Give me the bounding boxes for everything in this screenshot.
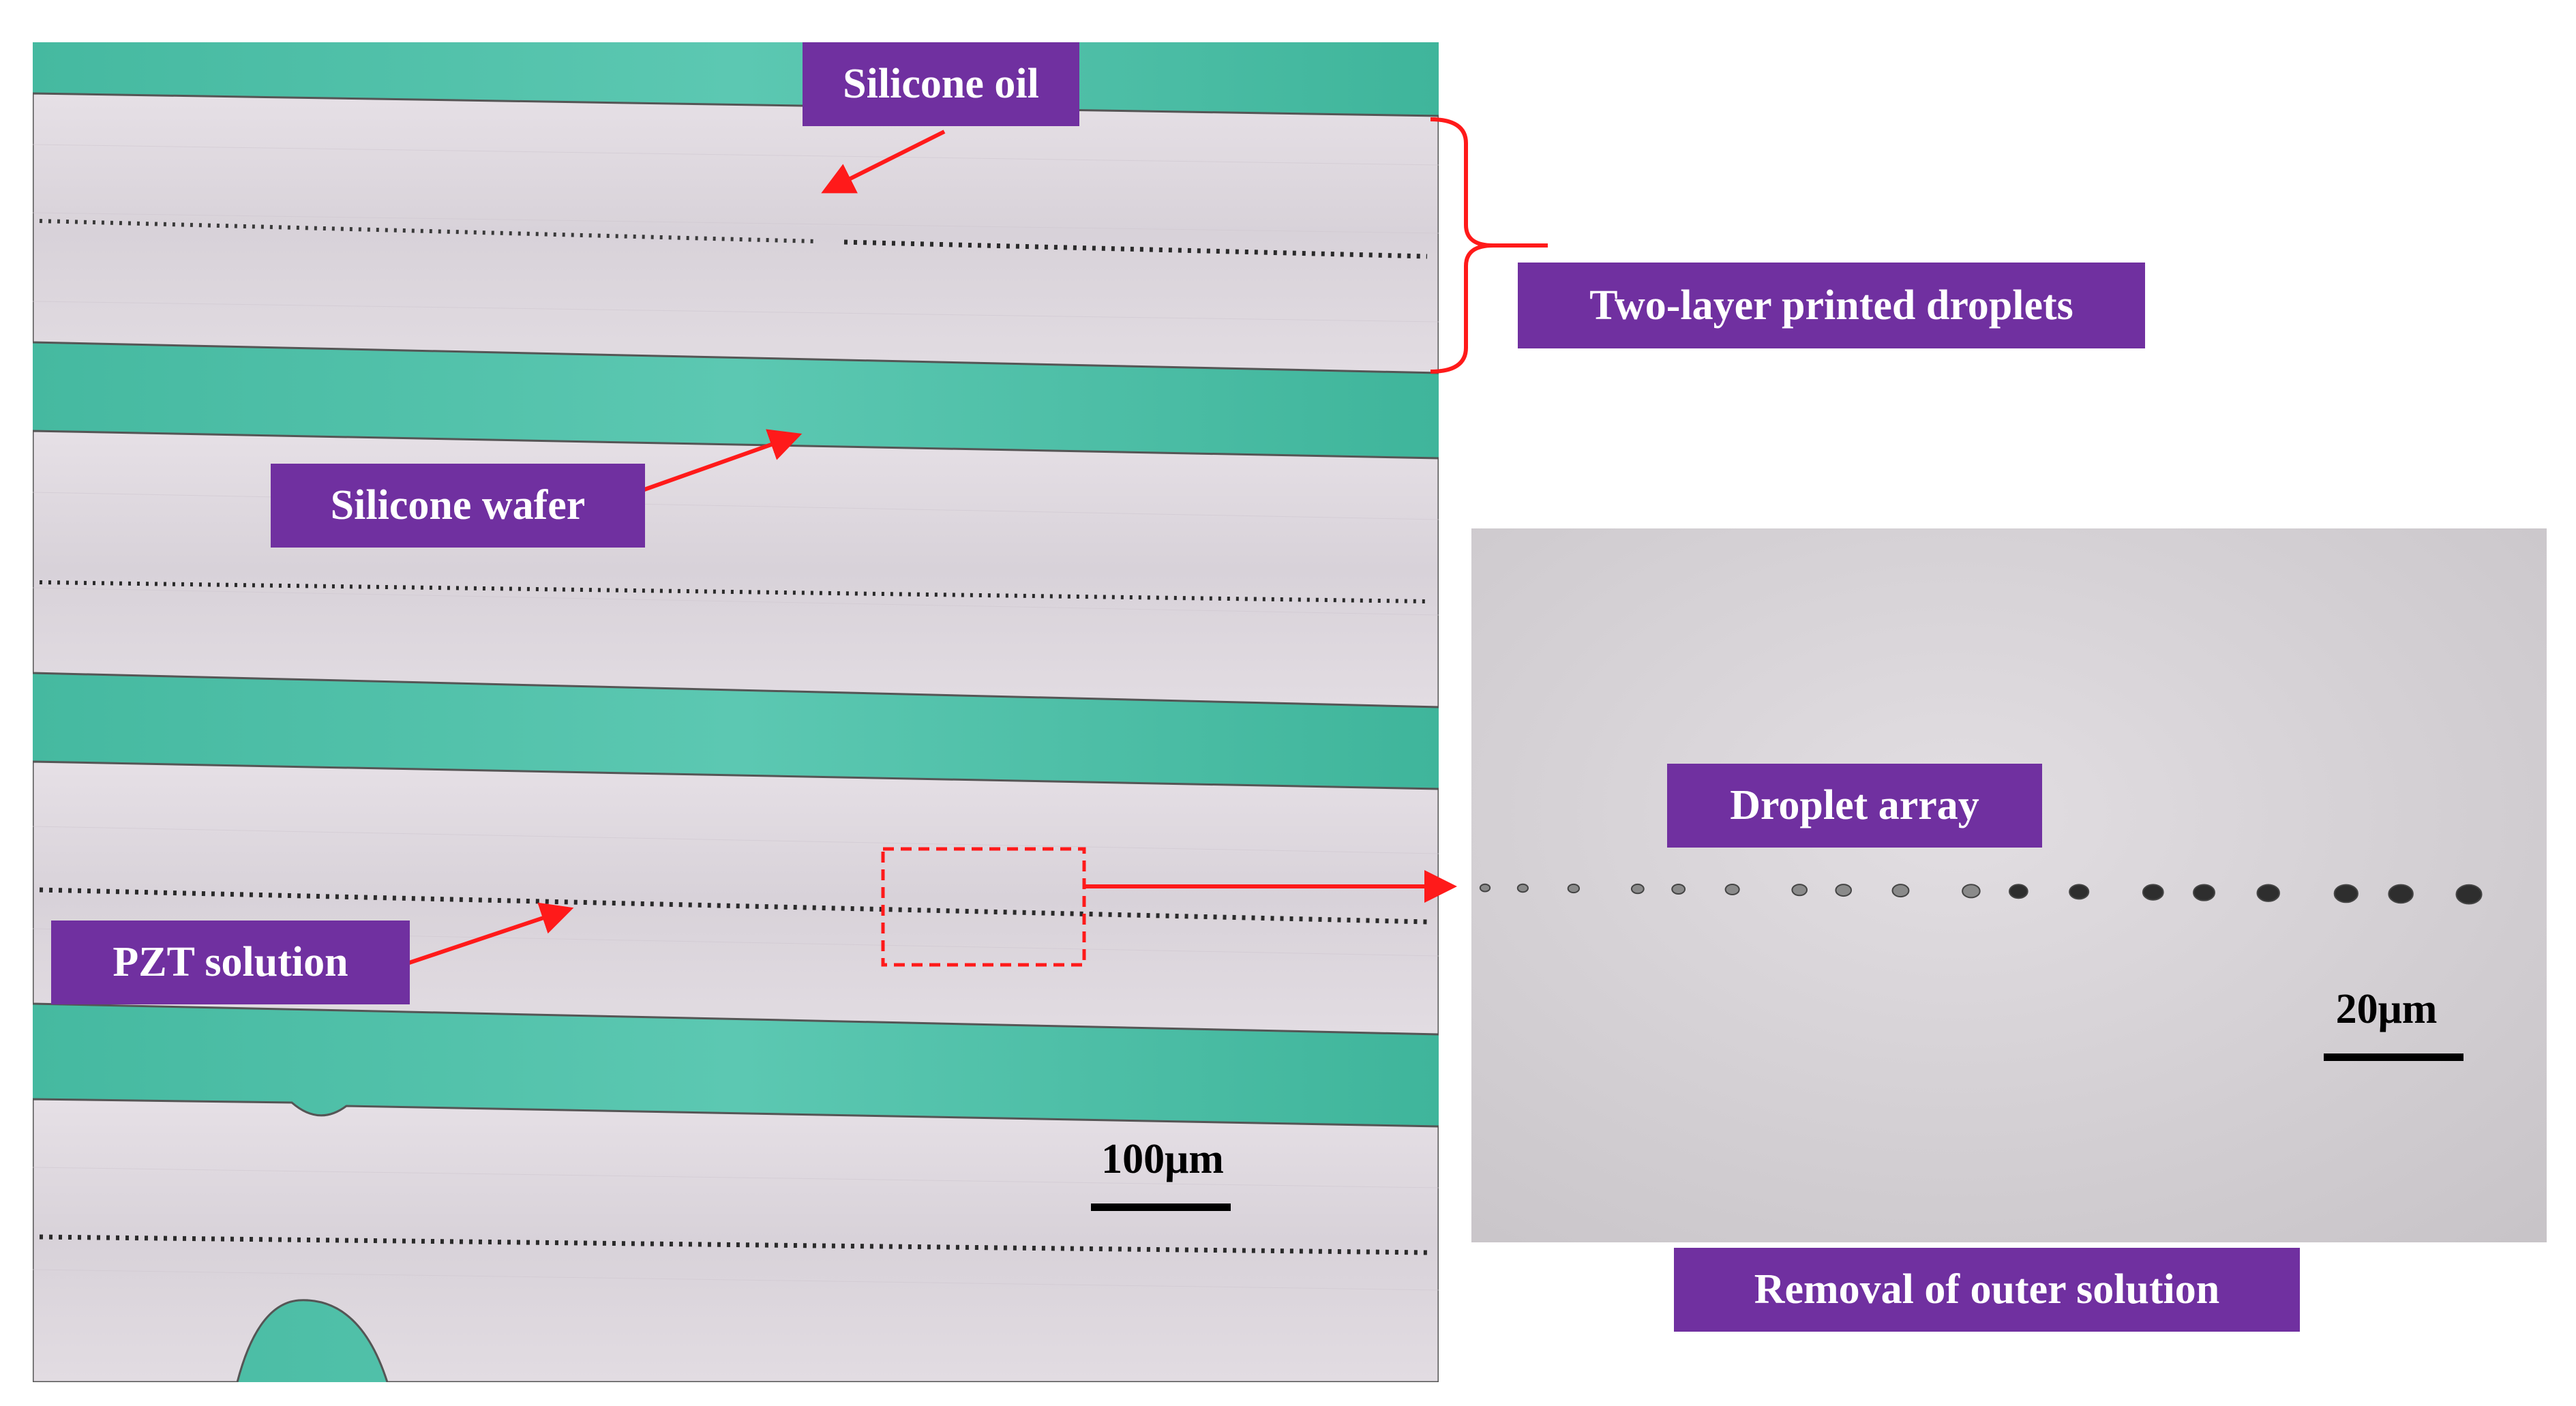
label-droplet-array: Droplet array xyxy=(1667,764,2042,848)
arrow-silicone-oil xyxy=(821,130,946,194)
inset-droplet xyxy=(1479,883,1491,893)
arrow-pzt-solution xyxy=(408,902,574,965)
scale-label-main: 100μm xyxy=(1101,1136,1224,1182)
scale-label-inset: 20μm xyxy=(2335,986,2438,1032)
scale-bar-main xyxy=(1091,1203,1231,1211)
inset-droplet xyxy=(2142,884,2164,901)
oil-band-4 xyxy=(33,1098,1439,1382)
label-silicone-wafer: Silicone wafer xyxy=(271,464,645,548)
inset-droplet xyxy=(2193,884,2215,901)
droplet-line-3 xyxy=(39,887,1428,925)
texture-lines xyxy=(33,144,1439,1291)
inset-droplet xyxy=(2256,884,2280,902)
droplet-line-4 xyxy=(39,1234,1428,1255)
inset-droplet xyxy=(2388,884,2414,904)
inset-droplet xyxy=(1671,883,1686,895)
inset-droplet xyxy=(2333,884,2358,903)
inset-droplet xyxy=(1567,883,1581,894)
inset-micrograph-drawing xyxy=(1471,528,2547,1242)
droplet-line-1b xyxy=(843,239,1428,259)
scale-bar-inset xyxy=(2324,1053,2463,1061)
inset-droplet xyxy=(1630,883,1645,895)
inset-droplet xyxy=(2009,884,2028,899)
inset-background xyxy=(1471,528,2547,1242)
label-removal: Removal of outer solution xyxy=(1674,1248,2300,1332)
droplet-line-2 xyxy=(39,580,1428,603)
inset-droplet xyxy=(1516,883,1529,893)
label-pzt-solution: PZT solution xyxy=(51,921,410,1004)
inset-droplet-row xyxy=(1479,883,2483,905)
droplet-line-1a xyxy=(39,219,818,243)
zoom-region-box xyxy=(881,847,1086,967)
arrow-silicone-wafer xyxy=(643,429,803,492)
inset-droplet xyxy=(1835,884,1853,897)
inset-droplet xyxy=(2455,884,2483,905)
label-silicone-oil: Silicone oil xyxy=(803,42,1079,126)
inset-droplet xyxy=(1962,884,1981,899)
inset-droplet xyxy=(1891,884,1910,898)
inset-droplet xyxy=(1724,884,1740,896)
label-two-layer: Two-layer printed droplets xyxy=(1518,263,2145,348)
inset-micrograph xyxy=(1471,528,2547,1242)
inset-droplet xyxy=(1791,884,1808,897)
two-layer-bracket xyxy=(1430,117,1548,374)
inset-droplet xyxy=(2069,884,2090,900)
